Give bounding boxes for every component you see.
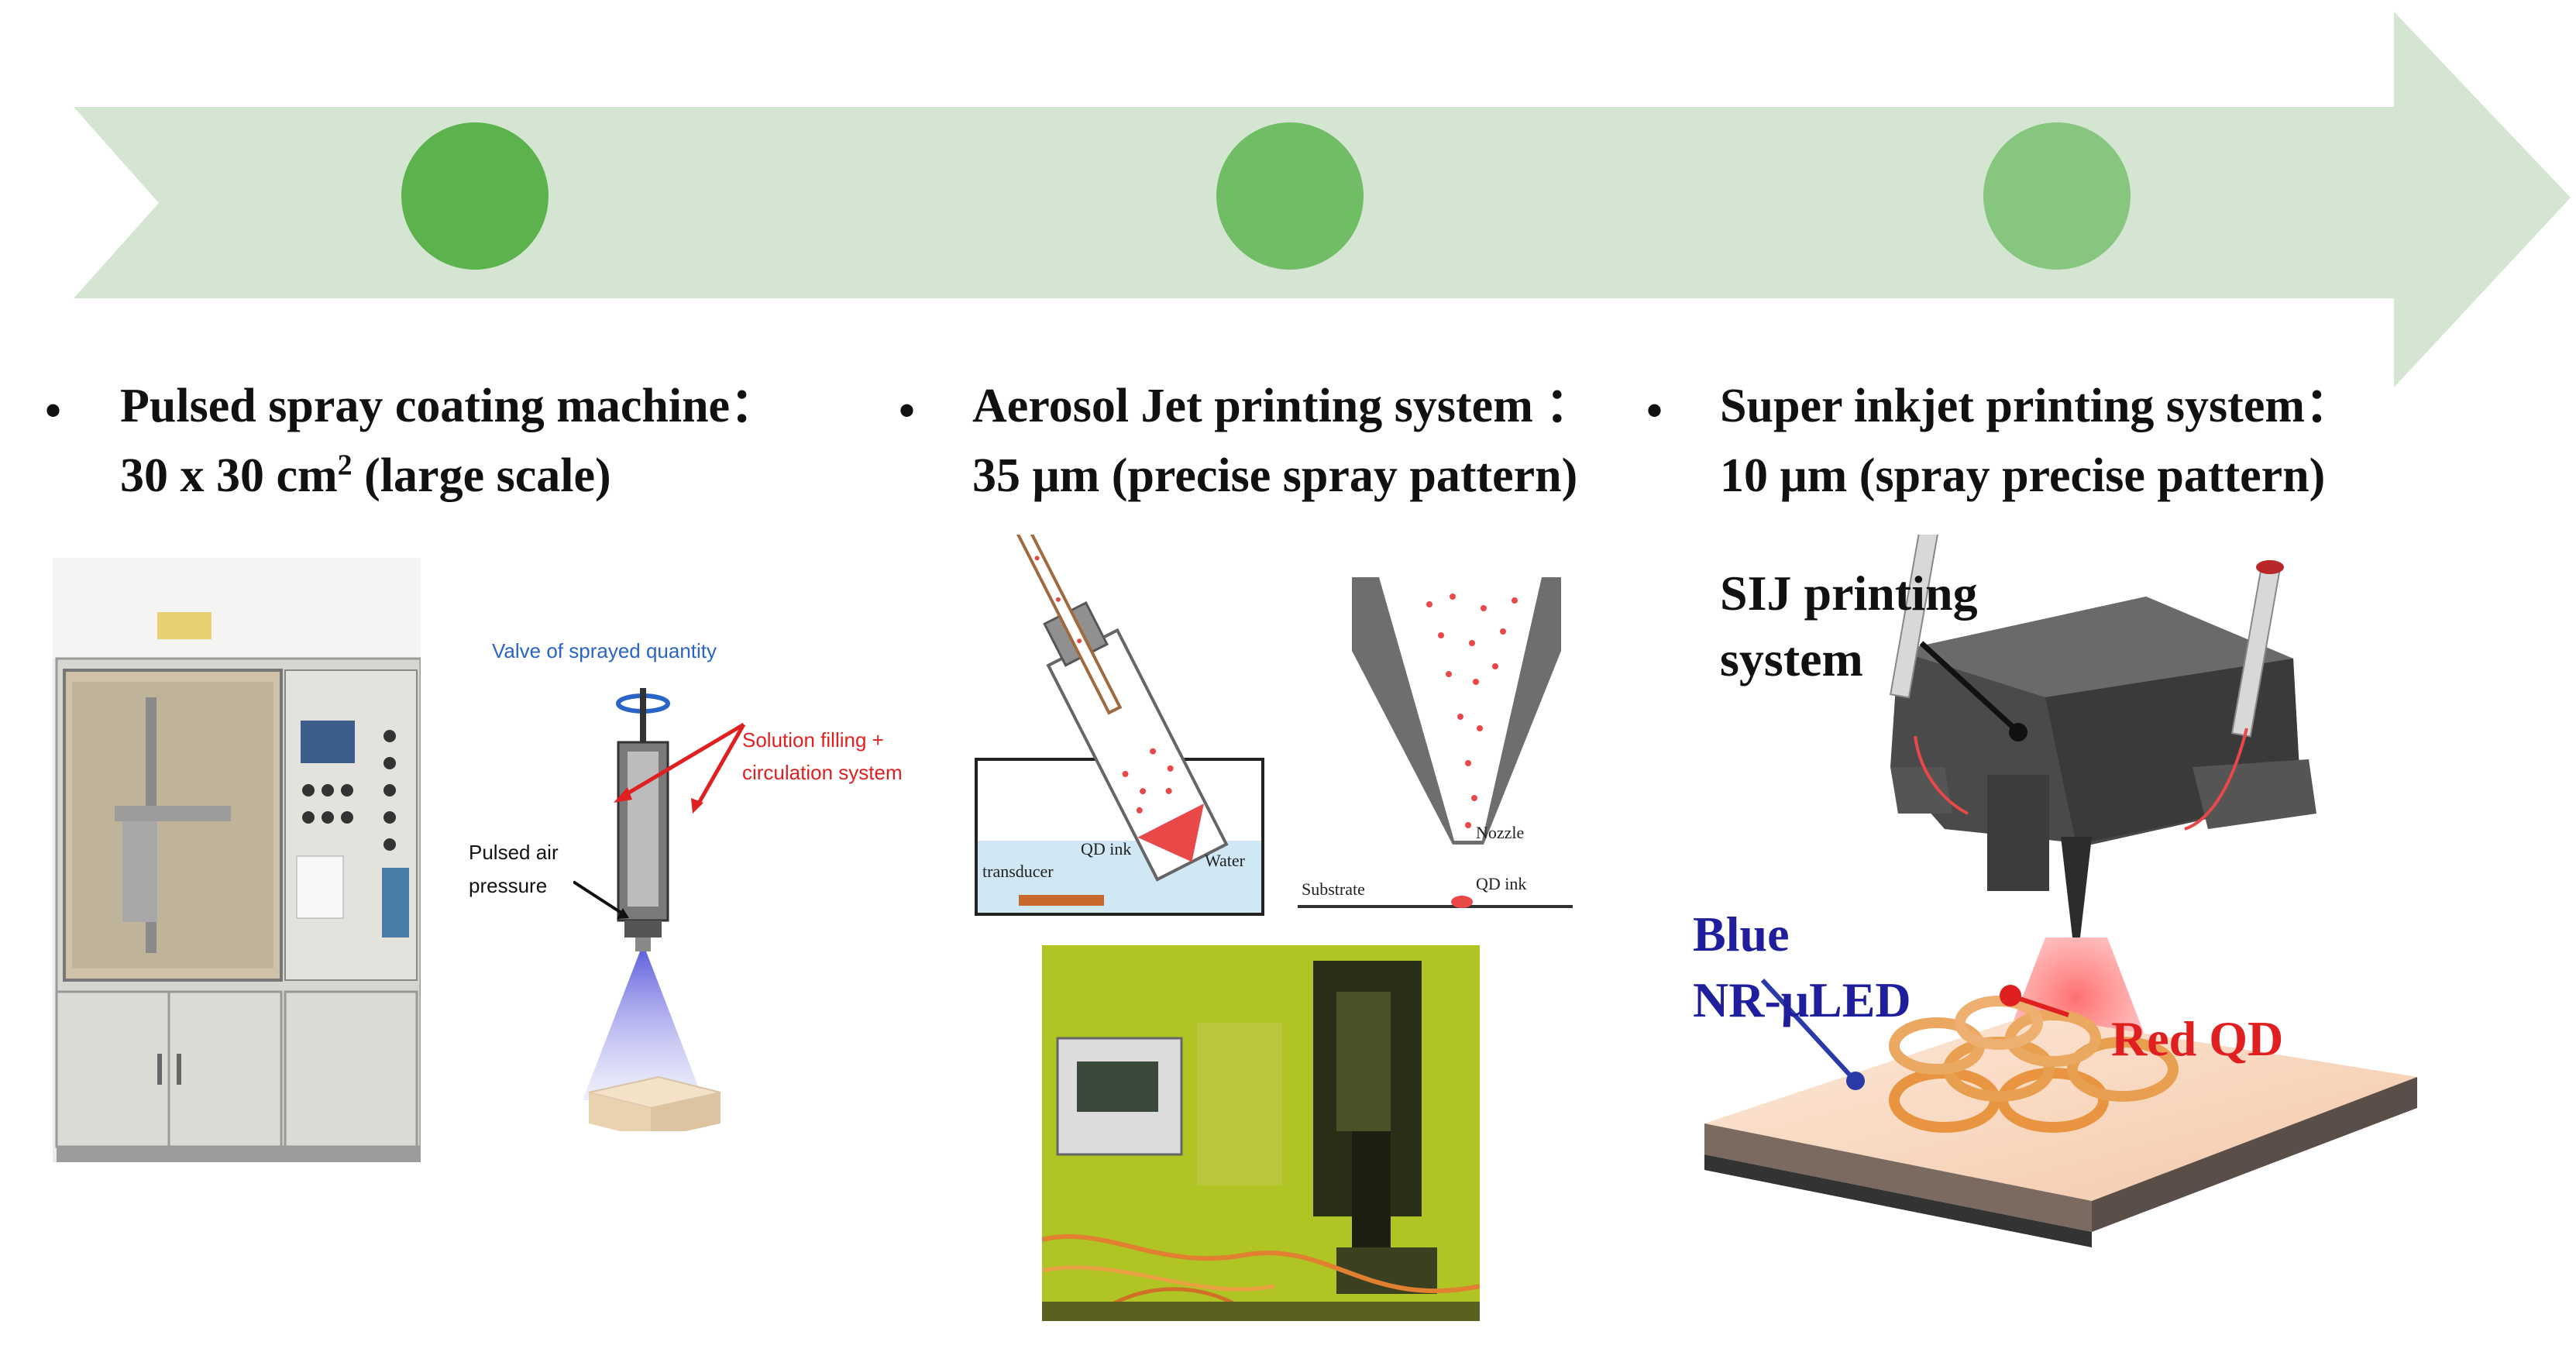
stage-1-subtitle: 30 x 30 cm2 (large scale) — [120, 449, 611, 502]
solution-label-1: Solution filling + — [742, 728, 884, 752]
sij-printing-diagram — [1704, 535, 2417, 1247]
blue-nr-led-label-2: NR-μLED — [1693, 972, 1911, 1027]
solution-label-2: circulation system — [742, 761, 903, 784]
sij-system-label-2: system — [1720, 631, 1863, 686]
stage-2-title: Aerosol Jet printing system ： — [972, 380, 1594, 432]
timeline-arrow — [74, 12, 2571, 387]
aerosol-jet-diagram — [975, 535, 1573, 916]
pulsed-spray-nozzle-diagram — [573, 688, 721, 1131]
blue-nr-led-label-1: Blue — [1693, 907, 1790, 962]
sij-system-label-1: SIJ printing — [1720, 566, 1978, 621]
nozzle-label: Nozzle — [1476, 823, 1525, 842]
bullet-2: • — [899, 385, 916, 436]
stage-2-subtitle: 35 μm (precise spray pattern) — [972, 449, 1578, 502]
transducer-label: transducer — [982, 862, 1054, 881]
red-qd-label: Red QD — [2111, 1011, 2284, 1066]
stage-3-title: Super inkjet printing system： — [1720, 380, 2353, 432]
stage-1-title: Pulsed spray coating machine： — [120, 380, 779, 432]
substrate-label: Substrate — [1302, 879, 1365, 899]
milestone-3 — [1983, 122, 2131, 270]
bullet-1: • — [45, 385, 62, 436]
water-label: Water — [1205, 851, 1245, 870]
aerosol-jet-photo — [1042, 945, 1480, 1321]
bullet-3: • — [1646, 385, 1663, 436]
qd-ink-label: QD ink — [1081, 839, 1132, 858]
stage-3-subtitle: 10 μm (spray precise pattern) — [1720, 449, 2326, 502]
valve-label: Valve of sprayed quantity — [492, 639, 717, 662]
milestone-1 — [401, 122, 549, 270]
qd-ink-2-label: QD ink — [1476, 874, 1527, 893]
red-pointer-arrows — [614, 722, 746, 814]
pulsed-spray-machine-photo — [53, 558, 421, 1162]
air-label-1: Pulsed air — [469, 841, 559, 864]
milestone-2 — [1216, 122, 1364, 270]
air-label-2: pressure — [469, 874, 548, 897]
